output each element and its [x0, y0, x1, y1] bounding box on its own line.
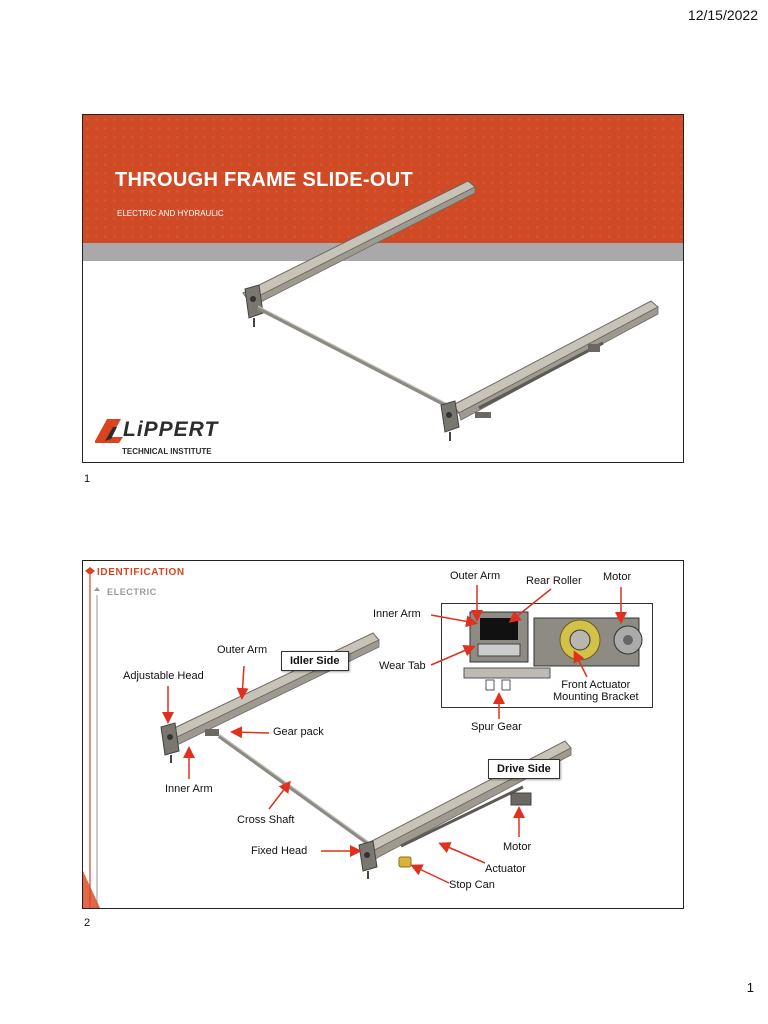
label-gear-pack: Gear pack	[273, 726, 324, 738]
label-front-actuator-line2: Mounting Bracket	[553, 691, 639, 703]
slide-number-1: 1	[84, 473, 91, 485]
logo-subtext: TECHNICAL INSTITUTE	[122, 447, 212, 456]
label-inset-outer-arm: Outer Arm	[450, 570, 501, 582]
label-fixed-head: Fixed Head	[251, 845, 308, 857]
logo-wordmark: LiPPERT	[123, 418, 219, 441]
label-stop-can: Stop Can	[449, 879, 495, 891]
label-spur-gear: Spur Gear	[471, 721, 522, 733]
gray-band	[83, 243, 683, 261]
label-adjustable-head: Adjustable Head	[123, 670, 204, 682]
inset-callout-arrows	[430, 585, 627, 719]
side-accent-line	[83, 567, 101, 908]
label-outer-arm: Outer Arm	[217, 644, 268, 656]
slide-2: IDENTIFICATION ELECTRIC	[82, 560, 684, 909]
label-idler-side: Idler Side	[281, 651, 349, 671]
label-front-actuator: Front Actuator Mounting Bracket	[553, 679, 639, 703]
gear-assembly-detail	[463, 611, 643, 691]
label-inner-arm: Inner Arm	[165, 783, 213, 795]
label-drive-side: Drive Side	[488, 759, 560, 779]
label-front-actuator-line1: Front Actuator	[561, 679, 631, 691]
label-cross-shaft: Cross Shaft	[237, 814, 295, 826]
slide-1: THROUGH FRAME SLIDE-OUT ELECTRIC AND HYD…	[82, 114, 684, 463]
title-banner	[83, 115, 683, 243]
label-wear-tab: Wear Tab	[379, 660, 426, 672]
slide-out-illustration	[242, 180, 659, 441]
label-inset-motor: Motor	[603, 571, 632, 583]
label-inset-inner-arm: Inner Arm	[373, 608, 421, 620]
section-subheading: ELECTRIC	[107, 587, 157, 597]
print-date: 12/15/2022	[687, 7, 758, 23]
lippert-logo-icon	[95, 419, 123, 443]
label-motor: Motor	[503, 841, 532, 853]
page-number: 1	[746, 980, 754, 995]
label-rear-roller: Rear Roller	[526, 575, 582, 587]
slide-number-2: 2	[84, 917, 91, 929]
section-heading: IDENTIFICATION	[97, 567, 185, 578]
slide-subtitle: ELECTRIC AND HYDRAULIC	[117, 209, 224, 218]
label-actuator: Actuator	[485, 863, 526, 875]
slide-title: THROUGH FRAME SLIDE-OUT	[115, 169, 413, 191]
